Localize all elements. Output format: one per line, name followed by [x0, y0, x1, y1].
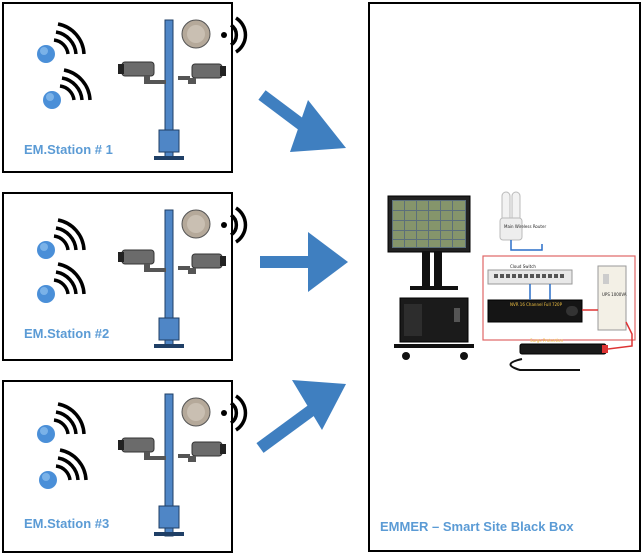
security-camera-icon: [178, 441, 226, 462]
wireless-signal-icon: [221, 394, 248, 432]
station-1-graphic: [37, 16, 248, 160]
wireless-sensor-icon: [37, 402, 86, 443]
router-label: Main Wireless Router: [504, 224, 546, 229]
camera-pole-icon: [154, 209, 184, 348]
station-label: EM.Station #2: [24, 326, 110, 341]
smart-site-black-box-panel: Main Wireless Router Cloud Switch NVR 16…: [368, 2, 641, 552]
ups-icon: UPS 1000VA: [597, 265, 627, 331]
wireless-router-icon: Main Wireless Router: [499, 191, 546, 251]
arrow-station-3: [256, 380, 346, 453]
cart-stand-icon: [394, 252, 474, 360]
camera-pole-icon: [154, 393, 184, 537]
surge-protector-icon: Surge Protection: [509, 338, 608, 371]
station-3-graphic: [37, 393, 248, 537]
security-camera-icon: [178, 253, 226, 274]
antenna-dish-icon: [181, 397, 211, 427]
security-camera-icon: [178, 63, 226, 84]
wireless-sensor-icon: [39, 448, 88, 489]
security-camera-icon: [118, 437, 166, 460]
station-panel-1: EM.Station # 1: [2, 2, 248, 173]
arrow-station-2: [260, 232, 348, 292]
ups-label: UPS 1000VA: [602, 292, 627, 297]
monitor-icon: [387, 195, 471, 253]
nvr-label: NVR 16 Channel Full 720P: [510, 302, 563, 307]
security-camera-icon: [118, 61, 166, 84]
security-camera-icon: [118, 249, 166, 272]
switch-label: Cloud Switch: [510, 264, 536, 269]
wireless-signal-icon: [221, 16, 248, 54]
station-panel-2: EM.Station #2: [2, 192, 248, 361]
wireless-sensor-icon: [37, 218, 86, 259]
wireless-signal-icon: [221, 206, 248, 244]
station-2-graphic: [37, 206, 248, 348]
station-label: EM.Station #3: [24, 516, 110, 531]
black-box-label: EMMER – Smart Site Black Box: [380, 519, 574, 534]
wireless-sensor-icon: [43, 68, 92, 109]
surge-label: Surge Protection: [530, 338, 564, 343]
camera-pole-icon: [154, 19, 184, 160]
antenna-dish-icon: [181, 209, 211, 239]
equipment-rack-outline: [482, 255, 636, 341]
station-panel-3: EM.Station #3: [2, 380, 248, 553]
antenna-dish-icon: [181, 19, 211, 49]
nvr-recorder-icon: NVR 16 Channel Full 720P: [487, 299, 583, 323]
arrow-station-1: [258, 90, 346, 152]
station-label: EM.Station # 1: [24, 142, 113, 157]
wireless-sensor-icon: [37, 262, 86, 303]
wireless-sensor-icon: [37, 22, 86, 63]
cloud-switch-icon: Cloud Switch: [487, 264, 573, 285]
black-box-equipment: Main Wireless Router Cloud Switch NVR 16…: [387, 191, 636, 371]
